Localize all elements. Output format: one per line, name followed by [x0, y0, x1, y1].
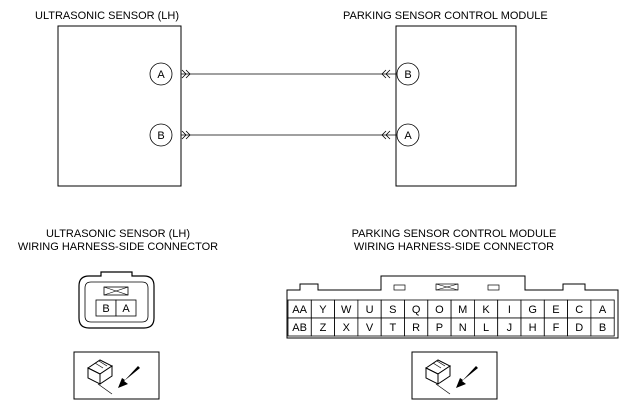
right-pin-label: V — [366, 322, 374, 334]
left-connector-title-line1: ULTRASONIC SENSOR (LH) — [45, 228, 191, 240]
right-connector-view-icon — [411, 351, 498, 400]
right-pin-label: O — [435, 304, 444, 316]
right-connector-face: AA Y W U S Q O M K I G E C A AB Z X V T R P N L J H F D B — [286, 275, 619, 339]
right-pin-grid: AA Y W U S Q O M K I G E C A AB Z X V T R P N L J H F D B — [287, 299, 615, 337]
ultrasonic-sensor-box — [57, 25, 182, 187]
right-connector-title-line1: PARKING SENSOR CONTROL MODULE — [351, 228, 557, 240]
pin-label: B — [404, 69, 411, 81]
right-pin-label: I — [508, 304, 511, 316]
right-pin-label: K — [482, 304, 490, 316]
right-component-title: PARKING SENSOR CONTROL MODULE — [343, 10, 548, 22]
right-pin-label: H — [529, 322, 537, 334]
right-pin-label: U — [366, 304, 374, 316]
right-pin-label: F — [553, 322, 560, 334]
right-pin-label: S — [389, 304, 396, 316]
right-pin-label: A — [599, 304, 607, 316]
right-pin-label: T — [389, 322, 396, 334]
wire-2 — [181, 130, 396, 140]
right-pin-label: P — [436, 322, 443, 334]
left-pin-label: B — [102, 303, 109, 315]
right-pin-label: G — [528, 304, 537, 316]
right-pin-label: B — [599, 322, 606, 334]
control-module-box — [395, 25, 517, 187]
right-connector-title-line2: WIRING HARNESS-SIDE CONNECTOR — [353, 241, 555, 253]
right-pin-label: J — [507, 322, 513, 334]
pin-label: A — [157, 69, 165, 81]
left-connector-face: B A — [78, 271, 155, 329]
pin-circle-left-2: B — [149, 123, 173, 147]
right-pin-label: L — [483, 322, 489, 334]
wire-1 — [181, 69, 396, 79]
right-pin-label: N — [459, 322, 467, 334]
pin-circle-right-2: A — [396, 123, 420, 147]
right-pin-label: AA — [292, 304, 307, 316]
pin-circle-right-1: B — [396, 62, 420, 86]
right-pin-label: X — [343, 322, 351, 334]
right-pin-label: M — [458, 304, 467, 316]
left-connector-title-line2: WIRING HARNESS-SIDE CONNECTOR — [17, 241, 219, 253]
pin-label: B — [157, 130, 164, 142]
right-pin-label: Z — [320, 322, 327, 334]
right-pin-label: Q — [412, 304, 421, 316]
right-pin-label: W — [341, 304, 352, 316]
right-pin-label: R — [412, 322, 420, 334]
right-pin-label: E — [552, 304, 559, 316]
right-pin-label: Y — [319, 304, 327, 316]
right-pin-label: C — [575, 304, 583, 316]
right-pin-cell — [590, 317, 615, 337]
right-pin-label: AB — [292, 322, 307, 334]
left-pin-label: A — [122, 303, 130, 315]
left-component-title: ULTRASONIC SENSOR (LH) — [35, 10, 180, 22]
left-connector-view-icon — [73, 351, 160, 400]
pin-label: A — [404, 130, 412, 142]
right-pin-label: D — [575, 322, 583, 334]
pin-circle-left-1: A — [149, 62, 173, 86]
